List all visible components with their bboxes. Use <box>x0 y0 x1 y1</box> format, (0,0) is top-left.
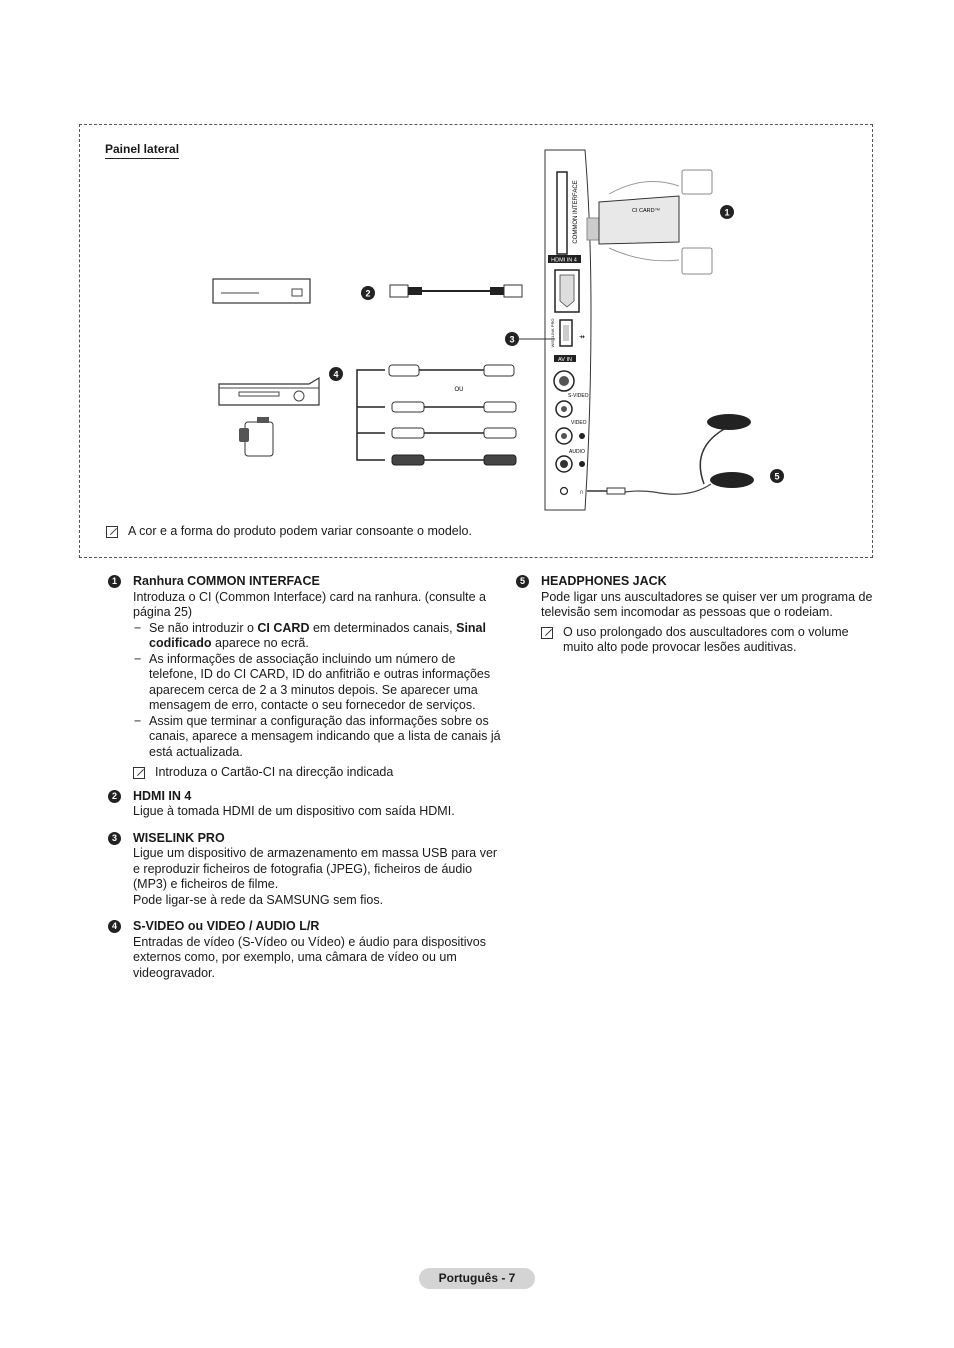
ci-card: CI CARD™ <box>586 169 713 275</box>
side-panel-frame <box>79 124 873 558</box>
item-headphones: 5 HEADPHONES JACK Pode ligar uns auscult… <box>514 574 880 656</box>
note-icon <box>106 526 118 538</box>
item-number: 5 <box>516 575 529 588</box>
callout-4: 4 <box>329 367 343 381</box>
item-dash-1: Se não introduzir o CI CARD em determina… <box>133 621 501 652</box>
panel-title: Painel lateral <box>105 142 180 159</box>
item-title: WISELINK PRO <box>133 830 225 845</box>
item-note: O uso prolongado dos auscultadores com o… <box>541 625 880 656</box>
item-body: Pode ligar uns auscultadores se quiser v… <box>541 589 873 620</box>
item-note: Introduza o Cartão-CI na direcção indica… <box>133 765 501 781</box>
item-dash-3: Assim que terminar a configuração das in… <box>133 714 501 761</box>
svg-text:2: 2 <box>365 289 370 299</box>
item-body: Ligue à tomada HDMI de um dispositivo co… <box>133 804 455 818</box>
svg-text:5: 5 <box>774 472 779 482</box>
headphones-device <box>587 414 754 495</box>
tv-side-panel: COMMON INTERFACE HDMI IN 4 WISELINK PRO … <box>544 149 592 511</box>
item-body: Ligue um dispositivo de armazenamento em… <box>133 846 498 891</box>
item-number: 3 <box>108 831 121 845</box>
item-title: HDMI IN 4 <box>133 788 192 803</box>
panel-note: A cor e a forma do produto podem variar … <box>106 524 472 540</box>
av-in-label: AV IN <box>558 357 572 363</box>
item-number: 4 <box>108 920 121 933</box>
wiselink-label: WISELINK PRO <box>550 319 555 348</box>
item-av-in: 4 S-VIDEO ou VIDEO / AUDIO L/R Entradas … <box>106 919 501 981</box>
headphone-icon: ∩ <box>579 489 584 496</box>
headphone-jack <box>559 486 569 496</box>
hdmi-in-label: HDMI IN 4 <box>551 258 577 264</box>
item-body: Introduza o CI (Common Interface) card n… <box>133 589 486 620</box>
item-number: 1 <box>108 575 121 588</box>
right-column: 5 HEADPHONES JACK Pode ligar uns auscult… <box>514 574 880 656</box>
callout-3: 3 <box>505 332 555 346</box>
usb-icon: ⇸ <box>579 334 585 341</box>
note-icon <box>541 626 553 639</box>
panel-note-text: A cor e a forma do produto podem variar … <box>128 524 472 538</box>
item-title: Ranhura COMMON INTERFACE <box>133 574 320 588</box>
dvd-player-device <box>212 278 311 304</box>
av-cables: OU <box>356 364 517 466</box>
note-icon <box>133 767 145 779</box>
callout-2: 2 <box>361 286 375 300</box>
item-body-2: Pode ligar-se à rede da SAMSUNG sem fios… <box>133 892 384 907</box>
item-hdmi-in: 2 HDMI IN 4 Ligue à tomada HDMI de um di… <box>106 789 501 820</box>
callout-5: 5 <box>770 469 784 483</box>
vcr-device <box>218 376 320 406</box>
item-title: S-VIDEO ou VIDEO / AUDIO L/R <box>133 919 320 933</box>
item-title: HEADPHONES JACK <box>541 574 667 588</box>
item-common-interface: 1 Ranhura COMMON INTERFACE Introduza o C… <box>106 574 501 781</box>
video-label: VIDEO <box>571 420 587 426</box>
ou-label: OU <box>455 387 464 393</box>
svg-text:3: 3 <box>509 335 514 345</box>
common-interface-label: COMMON INTERFACE <box>573 180 579 243</box>
audio-label: AUDIO <box>569 449 585 455</box>
s-video-label: S-VIDEO <box>568 393 589 399</box>
hdmi-cable <box>389 284 523 298</box>
side-panel-diagram: COMMON INTERFACE HDMI IN 4 WISELINK PRO … <box>212 149 784 511</box>
item-wiselink: 3 WISELINK PRO Ligue um dispositivo de a… <box>106 831 501 909</box>
item-number: 2 <box>108 789 121 803</box>
svg-text:1: 1 <box>724 208 729 218</box>
ci-card-label: CI CARD™ <box>632 208 660 214</box>
item-body: Entradas de vídeo (S-Vídeo ou Vídeo) e á… <box>133 934 486 980</box>
page-number-badge: Português - 7 <box>419 1268 535 1289</box>
camcorder-device <box>239 417 274 457</box>
callout-1: 1 <box>720 205 734 219</box>
left-column: 1 Ranhura COMMON INTERFACE Introduza o C… <box>106 574 501 981</box>
svg-text:4: 4 <box>333 370 338 380</box>
item-dash-2: As informações de associação incluindo u… <box>133 652 501 714</box>
